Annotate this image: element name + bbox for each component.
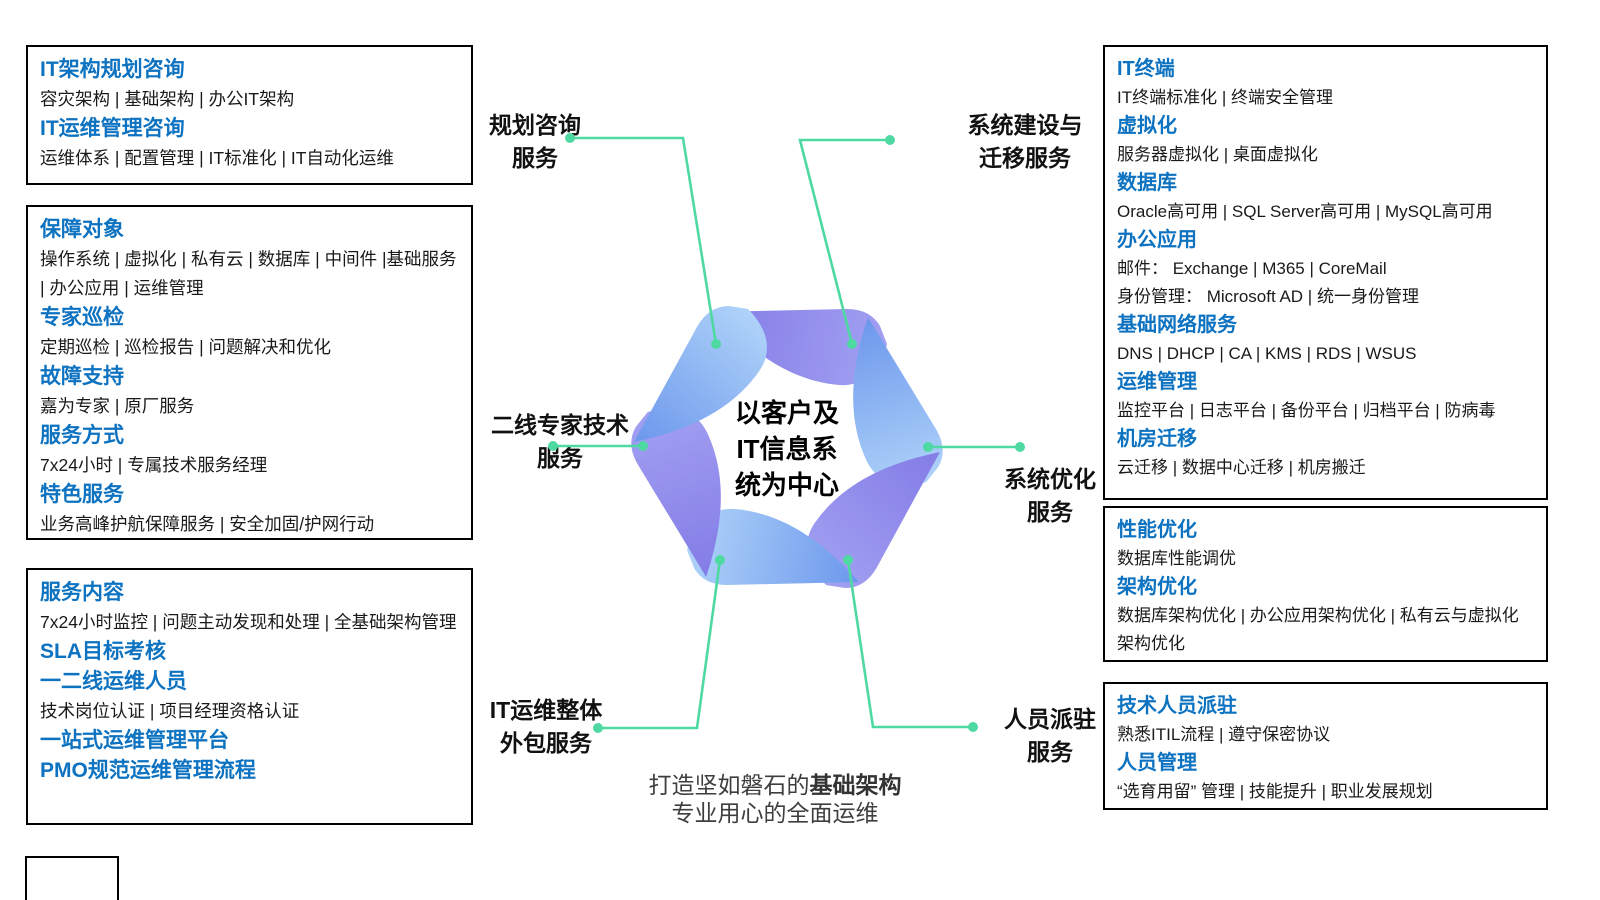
service-category-title: 一二线运维人员 — [40, 670, 187, 693]
label-line: 迁移服务 — [979, 145, 1071, 171]
label-line: IT运维整体 — [489, 697, 603, 723]
service-item-line: Oracle高可用 | SQL Server高可用 | MySQL高可用 — [1117, 202, 1493, 221]
label-planning-consulting-service: 规划咨询 服务 — [435, 109, 635, 175]
box-expert-technical-service: 保障对象操作系统 | 虚拟化 | 私有云 | 数据库 | 中间件 |基础服务 |… — [26, 205, 473, 540]
blade-lower-right — [807, 452, 940, 589]
service-item-line: 监控平台 | 日志平台 | 备份平台 | 归档平台 | 防病毒 — [1117, 401, 1496, 420]
service-item-line: “选育用留” 管理 | 技能提升 | 职业发展规划 — [1117, 782, 1433, 801]
service-item-line: 数据库性能调优 — [1117, 549, 1236, 568]
label-system-optimization-service: 系统优化 服务 — [950, 463, 1150, 529]
service-item-line: 邮件： Exchange | M365 | CoreMail — [1117, 259, 1387, 278]
center-slogan-line: 以客户及 — [734, 398, 839, 428]
label-it-outsourcing-service: IT运维整体 外包服务 — [446, 694, 646, 760]
label-line: 服务 — [537, 445, 583, 471]
label-line2-expert-technical-service: 二线专家技术 服务 — [460, 409, 660, 475]
service-category-title: 办公应用 — [1117, 229, 1197, 251]
service-item-line: DNS | DHCP | CA | KMS | RDS | WSUS — [1117, 344, 1417, 363]
box-it-planning-consulting: IT架构规划咨询容灾架构 | 基础架构 | 办公IT架构 IT运维管理咨询运维体系… — [26, 45, 473, 185]
service-item-line: 嘉为专家 | 原厂服务 — [40, 396, 195, 416]
service-category-title: 保障对象 — [40, 218, 124, 241]
label-line: 系统优化 — [1004, 466, 1096, 492]
label-line: 二线专家技术 — [491, 412, 629, 438]
service-item-line: 身份管理： Microsoft AD | 统一身份管理 — [1117, 287, 1419, 306]
blade-upper-right — [853, 317, 943, 485]
service-category-title: 服务方式 — [40, 424, 124, 447]
tagline-line1-bold: 基础架构 — [809, 772, 902, 798]
service-category-title: 专家巡检 — [40, 306, 124, 329]
service-category-title: 故障支持 — [40, 365, 124, 388]
service-item-line: 7x24小时监控 | 问题主动发现和处理 | 全基础架构管理 — [40, 612, 457, 632]
tagline-line2: 专业用心的全面运维 — [671, 800, 879, 826]
hexagon-vortex-logo — [631, 305, 943, 589]
box-system-build-migration: IT终端 IT终端标准化 | 终端安全管理虚拟化服务器虚拟化 | 桌面虚拟化数据库… — [1103, 45, 1548, 500]
center-slogan-line: IT信息系 — [736, 434, 838, 464]
vortex-blades — [631, 305, 943, 589]
service-category-title: 一站式运维管理平台 — [40, 729, 229, 752]
service-item-line: 定期巡检 | 巡检报告 | 问题解决和优化 — [40, 337, 332, 357]
box-staffing-service: 技术人员派驻熟悉ITIL流程 | 遵守保密协议人员管理 “选育用留” 管理 | 技… — [1103, 682, 1548, 810]
service-item-line: 服务器虚拟化 | 桌面虚拟化 — [1117, 145, 1318, 164]
service-category-title: 技术人员派驻 — [1117, 695, 1237, 717]
service-category-title: 基础网络服务 — [1117, 314, 1237, 336]
service-item-line: 业务高峰护航保障服务 | 安全加固/护网行动 — [40, 514, 375, 534]
service-category-title: 数据库 — [1117, 172, 1177, 194]
label-line: 服务 — [1027, 499, 1073, 525]
service-category-title: 人员管理 — [1117, 752, 1197, 774]
service-category-title: PMO规范运维管理流程 — [40, 759, 256, 782]
service-category-title: 机房迁移 — [1117, 428, 1197, 450]
service-category-title: 虚拟化 — [1117, 115, 1177, 137]
label-line: 规划咨询 — [489, 112, 581, 138]
service-item-line: 操作系统 | 虚拟化 | 私有云 | 数据库 | 中间件 |基础服务 | 办公应… — [40, 249, 457, 298]
service-item-line: 熟悉ITIL流程 | 遵守保密协议 — [1117, 725, 1331, 744]
box-system-optimization: 性能优化数据库性能调优架构优化数据库架构优化 | 办公应用架构优化 | 私有云与… — [1103, 506, 1548, 662]
center-slogan: 以客户及 IT信息系 统为中心 — [667, 395, 907, 503]
service-item-line: 7x24小时 | 专属技术服务经理 — [40, 455, 268, 475]
service-category-title: 运维管理 — [1117, 371, 1197, 393]
service-category-title: 架构优化 — [1117, 576, 1197, 598]
label-line: 服务 — [1027, 739, 1073, 765]
service-item-line: IT终端标准化 | 终端安全管理 — [1117, 88, 1333, 107]
label-line: 服务 — [512, 145, 558, 171]
blade-upper-left — [634, 305, 767, 442]
service-item-line: 云迁移 | 数据中心迁移 | 机房搬迁 — [1117, 458, 1366, 477]
tagline-line1: 打造坚如磐石的基础架构 — [565, 771, 985, 799]
label-line: 人员派驻 — [1004, 706, 1096, 732]
service-item-line: 容灾架构 | 基础架构 | 办公IT架构 — [40, 89, 295, 109]
service-item-line: 运维体系 | 配置管理 | IT标准化 | IT自动化运维 — [40, 148, 394, 168]
label-line: 外包服务 — [500, 730, 592, 756]
service-category-title: IT架构规划咨询 — [40, 58, 185, 81]
service-category-title: 特色服务 — [40, 483, 124, 506]
service-category-title: IT运维管理咨询 — [40, 117, 185, 140]
label-system-build-migration-service: 系统建设与 迁移服务 — [925, 109, 1125, 175]
service-item-line: 数据库架构优化 | 办公应用架构优化 | 私有云与虚拟化架构优化 — [1117, 606, 1519, 653]
blade-bottom — [687, 508, 859, 585]
service-category-title: SLA目标考核 — [40, 640, 166, 663]
service-category-title: 服务内容 — [40, 581, 124, 604]
tagline-line1-prefix: 打造坚如磐石的 — [648, 772, 810, 798]
service-category-title: IT终端 — [1117, 58, 1175, 80]
label-staffing-service: 人员派驻 服务 — [950, 703, 1150, 769]
service-item-line: 技术岗位认证 | 项目经理资格认证 — [40, 701, 300, 721]
tagline: 打造坚如磐石的基础架构 专业用心的全面运维 — [565, 771, 985, 827]
partial-box-fragment — [25, 856, 119, 900]
label-line: 系统建设与 — [967, 112, 1083, 138]
center-slogan-line: 统为中心 — [734, 470, 839, 500]
service-category-title: 性能优化 — [1117, 519, 1197, 541]
box-outsourcing-service: 服务内容 7x24小时监控 | 问题主动发现和处理 | 全基础架构管理 SLA目标考… — [26, 568, 473, 825]
blade-lower-left — [631, 409, 721, 577]
